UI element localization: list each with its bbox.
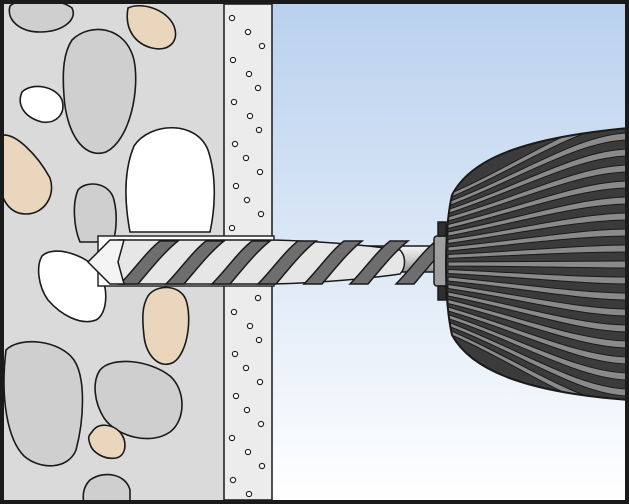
flute-groove: [256, 240, 319, 285]
drill-bit-tip: [86, 239, 125, 285]
flute-groove: [210, 240, 273, 285]
drill-grip-rib: [447, 321, 629, 397]
drill-grip-rib: [447, 212, 629, 245]
plaster-grain: [242, 154, 250, 162]
plaster-grain: [243, 406, 251, 414]
drill-grip-rib: [447, 298, 629, 349]
drill-grip-rib: [447, 164, 629, 222]
flute-groove: [348, 240, 411, 285]
drill-grip-rib: [447, 328, 629, 400]
plaster-grain: [246, 112, 254, 120]
drill-bit: [86, 239, 457, 285]
drill-grip-rib: [447, 268, 629, 285]
plaster-grain: [229, 56, 237, 64]
plaster-grain: [255, 336, 263, 344]
plaster-grain: [257, 420, 265, 428]
drill-grip-rib: [447, 132, 629, 207]
plaster-grain: [242, 364, 250, 372]
plaster-grain: [258, 42, 266, 50]
drill-grip-rib: [447, 148, 629, 215]
plaster-grain: [257, 210, 265, 218]
pebble: [94, 360, 183, 440]
plaster-grain: [244, 28, 252, 36]
plaster-grain: [228, 434, 236, 442]
pebble: [125, 127, 216, 233]
plaster-grain: [254, 84, 262, 92]
plaster-grain: [228, 224, 236, 232]
drill-body: [445, 126, 629, 402]
drill-grip-rib: [447, 228, 629, 252]
flute-groove: [302, 240, 365, 285]
plaster-grain: [231, 350, 239, 358]
plaster-grain: [256, 378, 264, 386]
plaster-grain: [230, 308, 238, 316]
drill-grip-rib: [447, 306, 629, 365]
drill-grip-rib: [447, 128, 629, 200]
pebble: [4, 340, 84, 467]
drill-grip-rib: [447, 291, 629, 333]
drill-grip-rib: [447, 260, 629, 269]
drill-grip-rib: [447, 283, 629, 317]
flute-groove: [118, 240, 181, 285]
pebble: [87, 424, 126, 460]
plaster-grain: [228, 14, 236, 22]
drill-grip-rib: [447, 180, 629, 230]
pebble: [4, 134, 53, 215]
drill-grip-rib: [447, 313, 629, 381]
pebble: [82, 473, 131, 500]
plaster-grain: [245, 70, 253, 78]
flute-groove: [164, 240, 227, 285]
pebble: [126, 4, 177, 50]
plaster-grain: [258, 462, 266, 470]
pebble: [37, 250, 107, 323]
plaster-grain: [243, 196, 251, 204]
pebble: [8, 4, 75, 33]
plaster-grain: [255, 126, 263, 134]
plaster-grain: [232, 392, 240, 400]
plaster-grain: [245, 490, 253, 498]
pebble: [142, 286, 190, 365]
plaster-grain: [256, 168, 264, 176]
drill-grip-rib: [447, 244, 629, 260]
pebble: [62, 28, 137, 155]
plaster-grain: [254, 294, 262, 302]
drill-grip-rib: [447, 196, 629, 237]
plaster-grain: [230, 98, 238, 106]
pebble: [73, 183, 117, 243]
plaster-grain: [229, 476, 237, 484]
plaster-grain: [246, 322, 254, 330]
plaster-grain: [244, 448, 252, 456]
pebble: [19, 85, 64, 124]
drill-grip-rib: [447, 276, 629, 301]
plaster-grain: [231, 140, 239, 148]
plaster-grain: [232, 182, 240, 190]
